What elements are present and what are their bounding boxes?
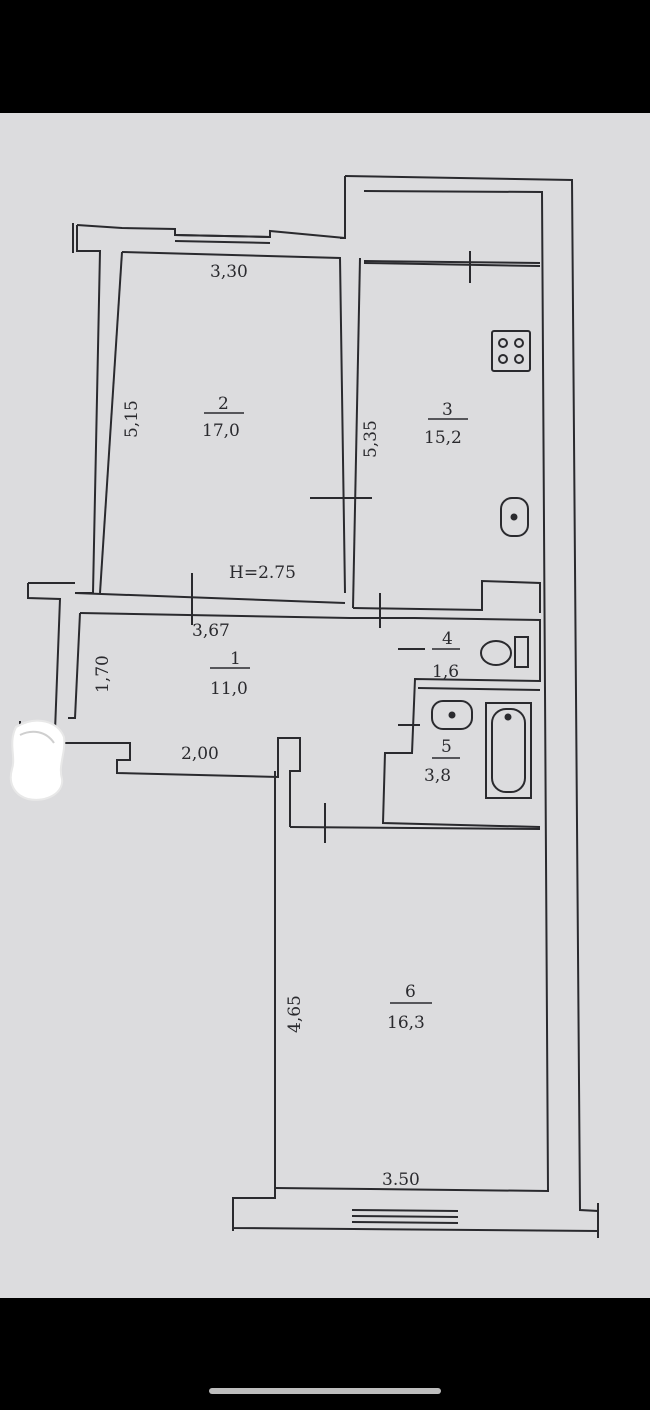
room2-top-inner: [121, 251, 346, 594]
home-indicator[interactable]: [209, 1388, 441, 1394]
room2-number: 2: [218, 394, 229, 414]
kitchen-bottom: [352, 579, 541, 613]
balcony-wall: [340, 176, 346, 239]
bath-divider: [417, 687, 541, 691]
fraction-lines: [204, 412, 468, 1004]
redaction-smudge: [9, 719, 66, 801]
room2-area: 17,0: [202, 421, 240, 441]
room3-number: 3: [442, 400, 453, 420]
kitchen-left-wall: [352, 257, 361, 609]
room4-number: 4: [442, 629, 453, 649]
floor-plan: 3,30 5,15 2 17,0 5,35 3 15,2 H=2.75 3,67…: [19, 175, 599, 1238]
windows: [174, 234, 541, 1224]
dim-room3-length: 5,35: [361, 420, 381, 458]
corridor-mid: [79, 612, 415, 619]
room6-top: [289, 826, 541, 830]
room5-number: 5: [441, 737, 452, 757]
floor-plan-photo: 3,30 5,15 2 17,0 5,35 3 15,2 H=2.75 3,67…: [0, 113, 650, 1298]
ceiling-height: H=2.75: [229, 563, 296, 583]
room3-area: 15,2: [424, 428, 462, 448]
room4-area: 1,6: [432, 662, 459, 682]
sink-icon: [500, 497, 529, 537]
kitchen-window: [363, 260, 541, 264]
room6-number: 6: [405, 982, 416, 1002]
room5-area: 3,8: [424, 766, 451, 786]
dim-room6-width: 3.50: [382, 1170, 420, 1190]
dim-room1-corridor: 2,00: [181, 744, 219, 764]
bath-block: [381, 617, 541, 828]
bathtub-icon: [485, 702, 532, 799]
dim-room1-length: 1,70: [93, 655, 113, 693]
inner-right-wall: [274, 190, 550, 1193]
room2-left-wall-outer: [75, 225, 102, 594]
dim-room1-width: 3,67: [192, 621, 230, 641]
dim-room6-length: 4,65: [285, 995, 305, 1033]
room2-left-wall-inner: [99, 251, 123, 594]
room6-area: 16,3: [387, 1013, 425, 1033]
corridor-inner-left: [68, 612, 81, 719]
stove-icon: [491, 330, 531, 372]
toilet-icon: [480, 636, 529, 668]
room1-area: 11,0: [210, 679, 248, 699]
door-marks: [19, 223, 599, 1238]
washbasin-icon: [431, 700, 473, 730]
room2-bottom-wall: [74, 592, 346, 604]
room1-number: 1: [230, 649, 241, 669]
walls: [19, 175, 599, 1233]
dim-room2-width: 3,30: [210, 262, 248, 282]
corridor-lower: [70, 737, 301, 827]
dim-room2-length: 5,15: [122, 400, 142, 438]
